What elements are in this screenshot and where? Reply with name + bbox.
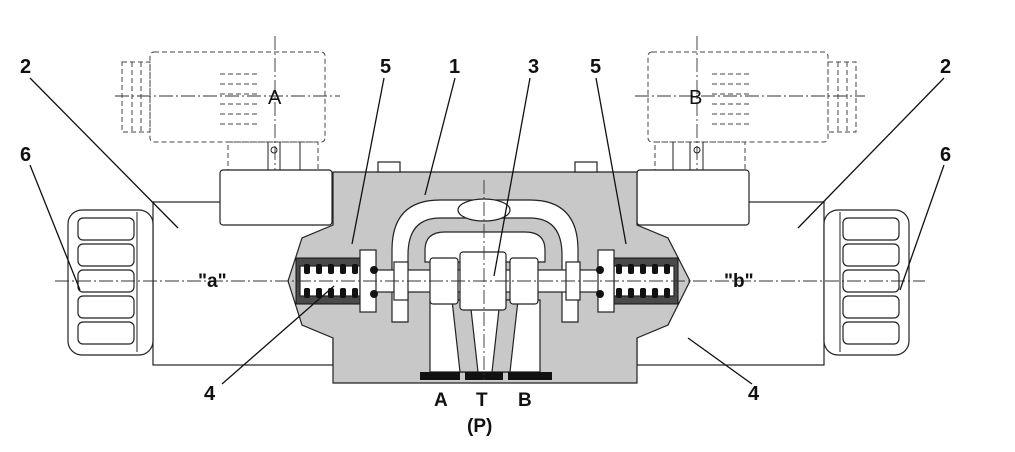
left-manual-override-knob	[67, 209, 154, 356]
coil-label-a: A	[268, 87, 282, 109]
callout-center-1: 1	[449, 56, 460, 78]
left-connector-outline	[115, 51, 340, 173]
leader-lines	[29, 77, 945, 385]
callout-right-6: 6	[940, 144, 951, 166]
callout-right-5: 5	[590, 56, 601, 78]
mode-label-a: "a"	[198, 271, 227, 292]
port-label-b: B	[518, 390, 532, 411]
callout-center-3: 3	[528, 56, 539, 78]
mode-label-b: "b"	[724, 271, 754, 292]
right-manual-override-knob	[823, 209, 910, 356]
callout-left-2: 2	[20, 56, 31, 78]
callout-left-5: 5	[380, 56, 391, 78]
callout-left-6: 6	[20, 144, 31, 166]
callout-right-2: 2	[940, 56, 951, 78]
port-label-a: A	[434, 390, 448, 411]
spool	[371, 251, 603, 311]
right-connector-outline	[635, 51, 865, 173]
callout-left-4: 4	[204, 383, 216, 405]
port-label-p: (P)	[467, 416, 492, 437]
coil-label-b: B	[689, 87, 702, 109]
right-solenoid-housing	[636, 142, 825, 366]
callout-right-4: 4	[748, 383, 760, 405]
port-label-t: T	[476, 390, 488, 411]
